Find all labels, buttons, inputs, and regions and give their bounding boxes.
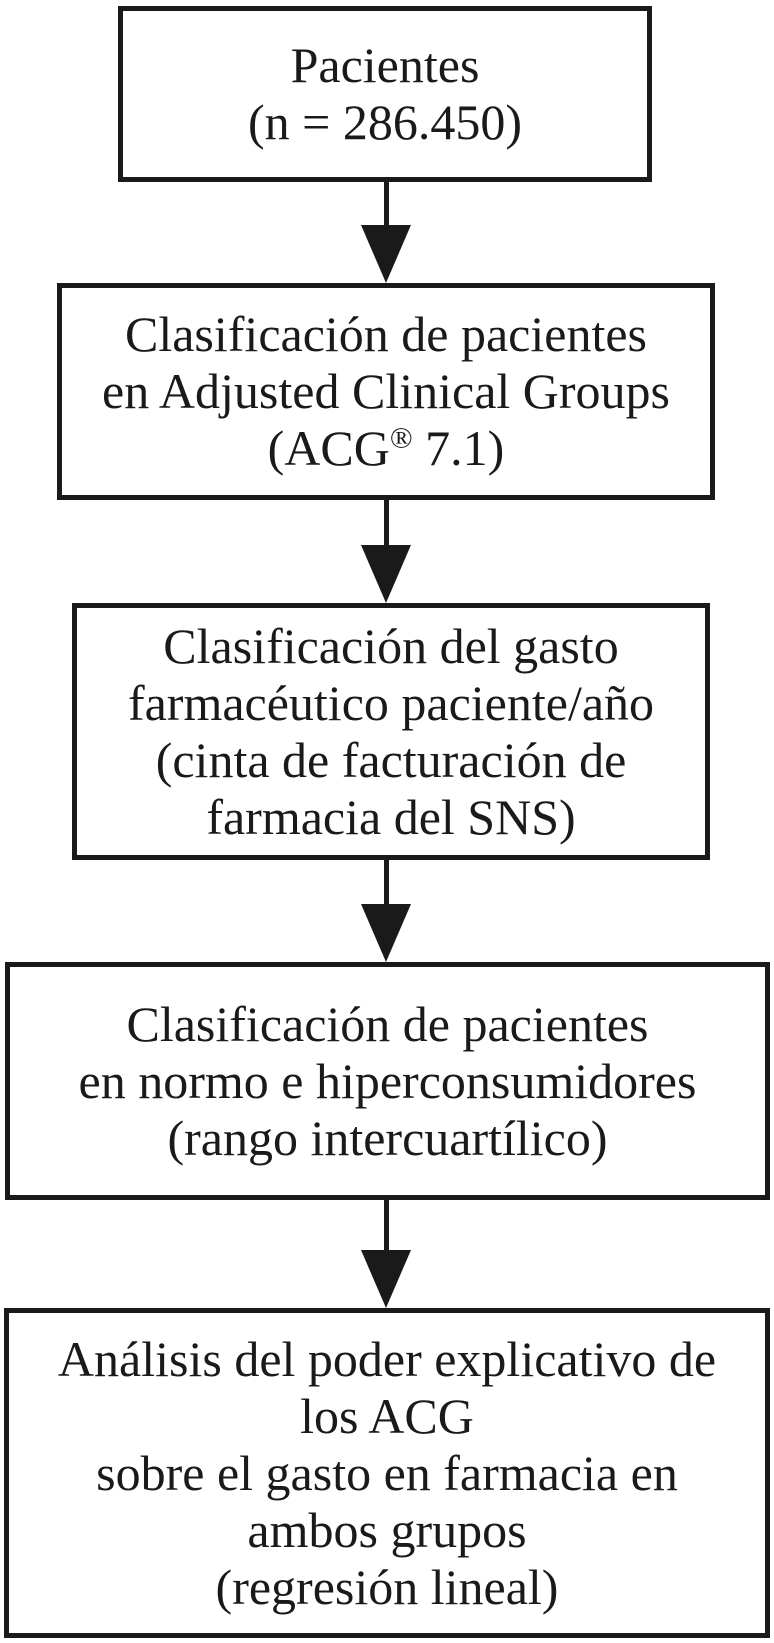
arrow-stem-2 (384, 500, 389, 547)
arrow-down-icon-1 (361, 225, 411, 283)
node-text-line: Clasificación de pacientes (126, 995, 649, 1052)
arrow-stem-4 (384, 1200, 389, 1252)
node-text-line: Pacientes (290, 37, 480, 93)
node-text-line: sobre el gasto en farmacia en (96, 1444, 678, 1501)
node-text-line: (rango intercuartílico) (167, 1109, 608, 1166)
arrow-down-icon-3 (361, 904, 411, 962)
arrow-down-icon-2 (361, 545, 411, 603)
arrow-down-icon-4 (361, 1250, 411, 1308)
arrow-stem-3 (384, 860, 389, 906)
arrow-stem-1 (384, 182, 389, 227)
node-text-line: en Adjusted Clinical Groups (102, 363, 670, 419)
node-text-line: (n = 286.450) (248, 94, 522, 150)
node-text-line: Clasificación del gasto (163, 617, 619, 674)
flow-node-pacientes: Pacientes(n = 286.450) (118, 6, 652, 182)
node-text-line: (regresión lineal) (215, 1558, 559, 1615)
node-text-line: ambos grupos (247, 1501, 527, 1558)
node-text-line: farmacia del SNS) (206, 788, 576, 845)
node-text-line: Análisis del poder explicativo de (57, 1330, 717, 1387)
node-text-line: los ACG (300, 1387, 474, 1444)
node-text-line: farmacéutico paciente/año (127, 674, 655, 731)
node-text-line: (cinta de facturación de (155, 731, 627, 788)
node-text-line: en normo e hiperconsumidores (78, 1052, 697, 1109)
node-text-line: Clasificación de pacientes (125, 306, 647, 362)
node-text-line: (ACG® 7.1) (267, 420, 505, 476)
